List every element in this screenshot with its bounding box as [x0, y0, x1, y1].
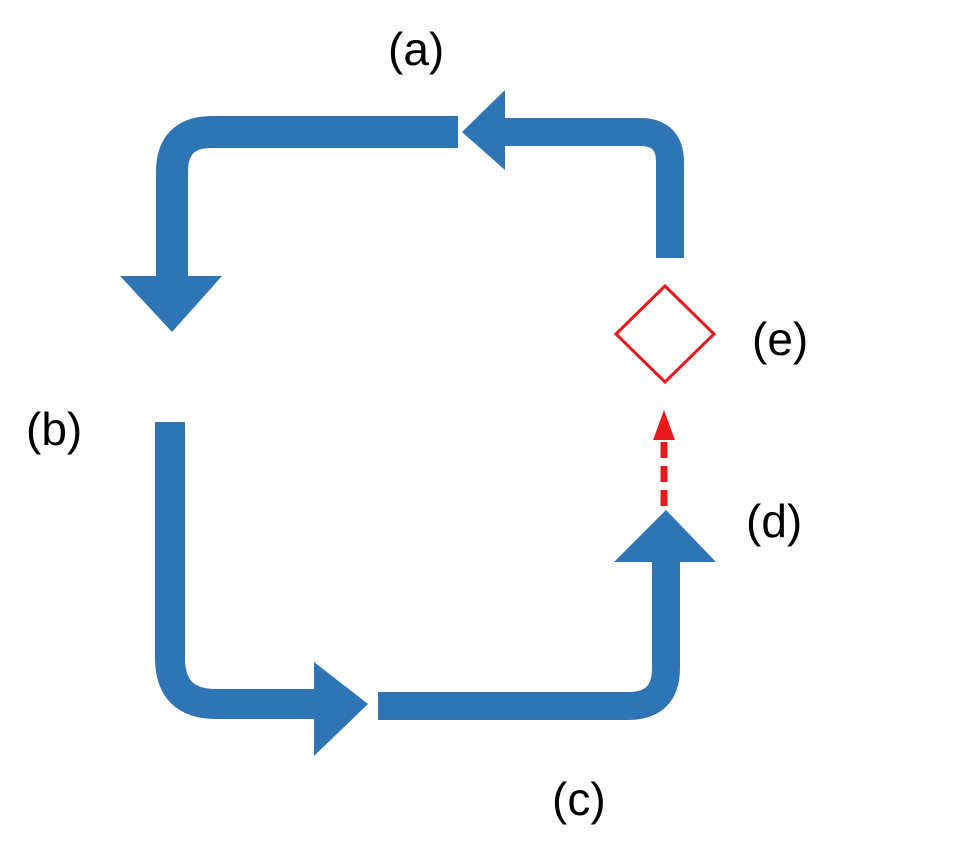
top-arrow-head	[462, 90, 505, 170]
label-b: (b)	[26, 403, 83, 455]
bottom-right-arrow	[378, 510, 716, 720]
label-c: (c)	[552, 773, 606, 825]
dashed-red-arrow-head	[653, 410, 675, 440]
left-top-arrow-shaft	[156, 116, 458, 280]
label-d: (d)	[746, 495, 803, 547]
left-top-arrow-head	[120, 276, 222, 332]
left-bottom-arrow-head	[314, 662, 368, 756]
bottom-right-arrow-shaft	[378, 560, 680, 720]
top-arrow-shaft	[505, 118, 684, 258]
red-diamond	[613, 283, 717, 385]
label-a: (a)	[388, 23, 445, 75]
left-bottom-arrow-shaft	[155, 422, 316, 719]
dashed-red-arrow	[653, 410, 675, 506]
bottom-right-arrow-head	[614, 510, 716, 562]
top-arrow	[462, 90, 684, 258]
left-top-arrow	[120, 116, 458, 332]
label-e: (e)	[752, 313, 809, 365]
left-bottom-arrow	[155, 422, 368, 756]
